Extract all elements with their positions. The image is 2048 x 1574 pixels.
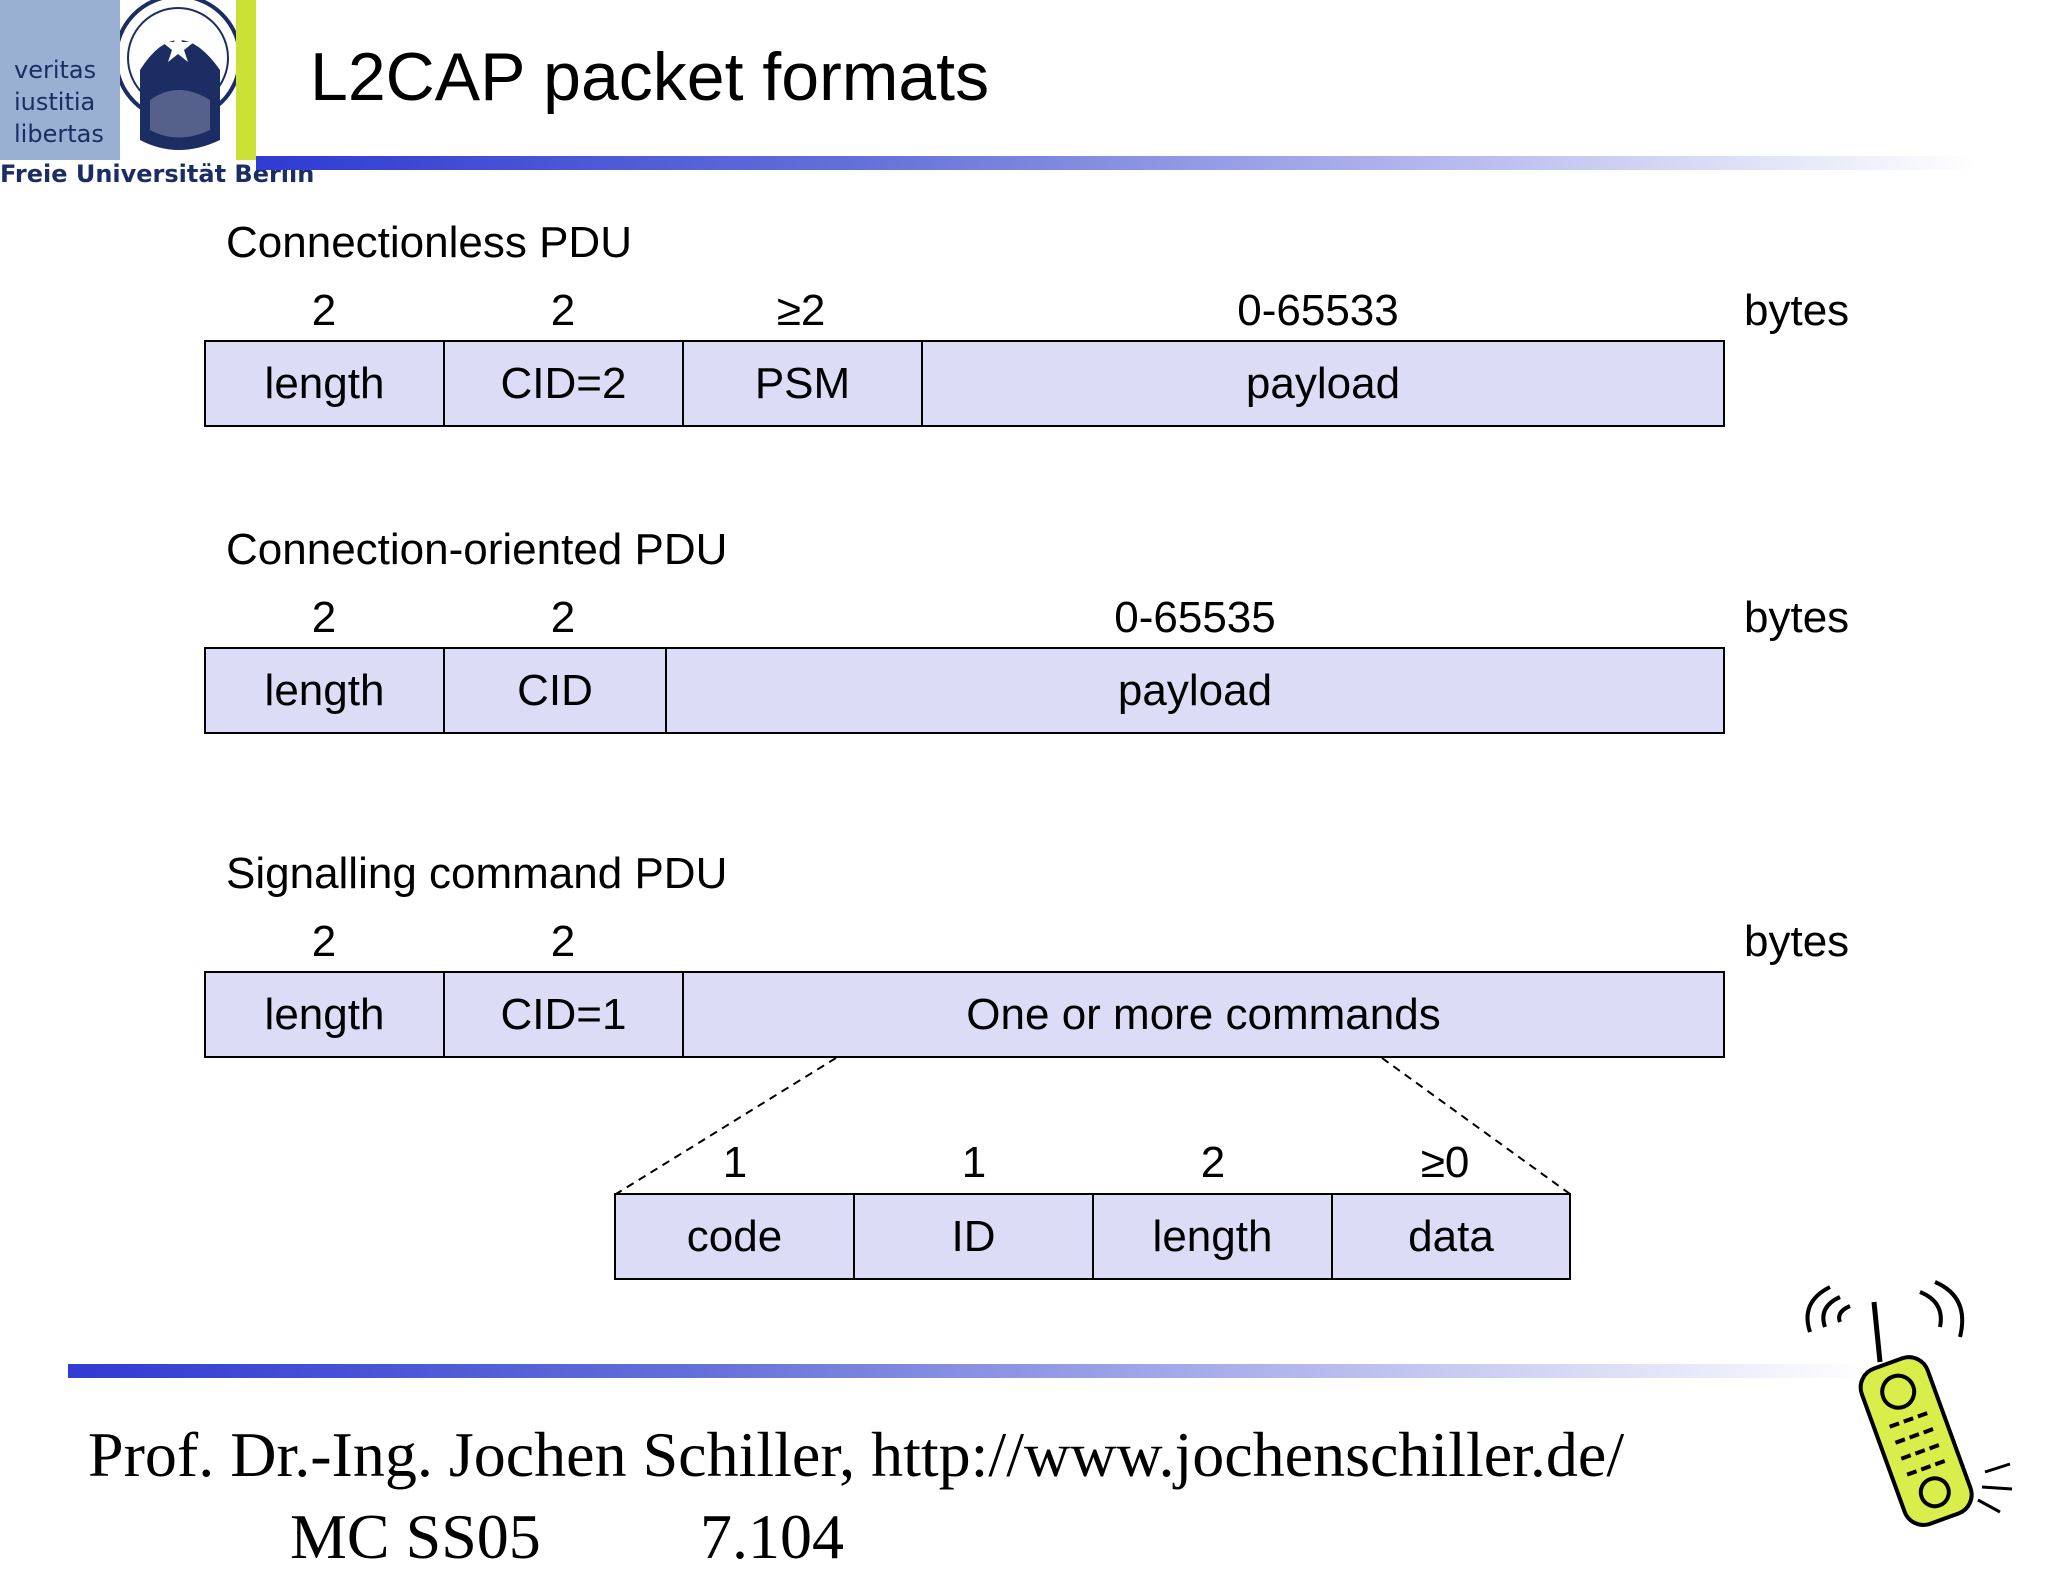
size-label: 2 <box>311 917 337 966</box>
field-cid: CID=1 <box>445 973 684 1056</box>
field-cid: CID=2 <box>445 342 684 425</box>
size-label: 0-65533 <box>1237 286 1399 335</box>
zoom-connector-lines <box>615 1057 1571 1195</box>
connectionless-title: Connectionless PDU <box>226 218 632 267</box>
field-commands: One or more commands <box>966 989 1441 1039</box>
size-label: 2 <box>1200 1138 1226 1187</box>
size-label: 2 <box>550 286 576 335</box>
cell-phone-icon <box>1770 1262 2030 1532</box>
logo-motto-line: libertas <box>14 120 104 148</box>
page-title: L2CAP packet formats <box>310 39 990 115</box>
field-code: code <box>616 1195 855 1278</box>
size-label: 1 <box>722 1138 748 1187</box>
university-seal-icon <box>114 0 242 160</box>
size-label: ≥0 <box>1420 1138 1470 1187</box>
field-payload: payload <box>1245 358 1401 408</box>
field-id: ID <box>855 1195 1094 1278</box>
connectionless-pdu: length CID=2 PSM payload <box>204 340 1725 427</box>
size-label: 2 <box>550 917 576 966</box>
connection-oriented-title: Connection-oriented PDU <box>226 525 728 574</box>
logo-motto-line: veritas <box>14 56 97 84</box>
signalling-pdu: length CID=1 One or more commands <box>204 971 1725 1058</box>
size-label: ≥2 <box>776 286 826 335</box>
size-label: 0-65535 <box>1114 593 1276 642</box>
footer-page-number: 7.104 <box>700 1501 844 1572</box>
field-psm: PSM <box>684 342 923 425</box>
signalling-title: Signalling command PDU <box>226 849 728 898</box>
header-rule <box>256 156 1976 170</box>
field-length: length <box>206 342 445 425</box>
connection-oriented-pdu: length CID payload <box>204 647 1725 734</box>
bytes-label: bytes <box>1744 286 1850 335</box>
logo-motto-line: iustitia <box>14 88 96 116</box>
footer-author: Prof. Dr.-Ing. Jochen Schiller, http://w… <box>88 1419 1625 1490</box>
command-format: code ID length data <box>614 1193 1571 1280</box>
size-label: 2 <box>311 286 337 335</box>
footer-course: MC SS05 <box>290 1501 541 1572</box>
logo-motto-panel <box>0 0 120 160</box>
field-cid: CID <box>445 649 667 732</box>
footer-rule <box>68 1364 1868 1378</box>
field-payload: payload <box>1117 665 1273 715</box>
logo-green-stripe <box>236 0 256 160</box>
bytes-label: bytes <box>1744 593 1850 642</box>
bytes-label: bytes <box>1744 917 1850 966</box>
size-label: 2 <box>311 593 337 642</box>
university-logo: veritas iustitia libertas Freie Universi… <box>0 0 314 188</box>
size-label: 1 <box>961 1138 987 1187</box>
field-length: length <box>1094 1195 1333 1278</box>
size-label: 2 <box>550 593 576 642</box>
field-length: length <box>206 973 445 1056</box>
field-length: length <box>206 649 445 732</box>
field-data: data <box>1408 1211 1494 1261</box>
